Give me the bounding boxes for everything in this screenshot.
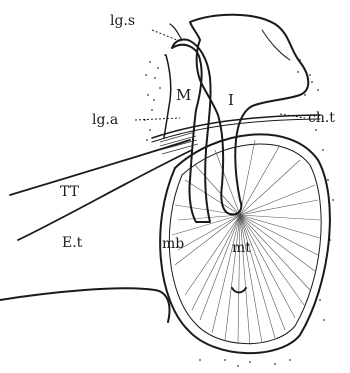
label-mt: mt (232, 240, 251, 256)
label-m: M (176, 86, 191, 104)
stipple-tissue (144, 54, 334, 367)
label-lgs: lg.s (110, 13, 135, 29)
label-i: I (228, 91, 234, 109)
label-cht: ch.t (308, 110, 335, 126)
eustachian-tube (0, 288, 169, 322)
incus (190, 15, 308, 215)
tensor-tympani (10, 140, 190, 195)
label-et: E.t (62, 235, 83, 251)
malleus-neck (164, 55, 171, 138)
leader-lines (135, 30, 305, 120)
label-mb: mb (162, 236, 184, 252)
label-lga: lg.a (92, 112, 118, 128)
label-tt: TT (60, 184, 80, 200)
